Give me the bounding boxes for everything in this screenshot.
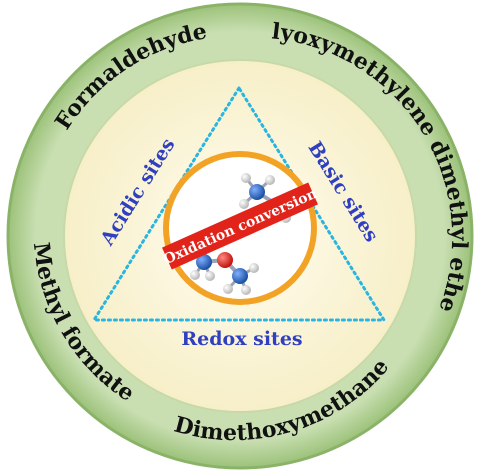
redox-sites-label: Redox sites	[181, 328, 302, 350]
carbon-atom	[232, 268, 248, 284]
carbon-atom	[196, 254, 212, 270]
hydrogen-atom	[239, 199, 249, 209]
carbon-atom	[249, 184, 265, 200]
active-sites-triangle	[91, 85, 387, 322]
hydrogen-atom	[241, 285, 251, 295]
hydrogen-atom	[249, 263, 259, 273]
oxidation-conversion-band	[162, 182, 318, 270]
hydrogen-atom	[190, 270, 200, 280]
dimethyl-ether-molecule	[186, 245, 259, 295]
hydrogen-atom	[223, 284, 233, 294]
hydrogen-atom	[205, 271, 215, 281]
hydrogen-atom	[241, 173, 251, 183]
oxygen-atom	[217, 252, 233, 268]
hydrogen-atom	[265, 175, 275, 185]
outer-ring-edge	[6, 2, 474, 470]
